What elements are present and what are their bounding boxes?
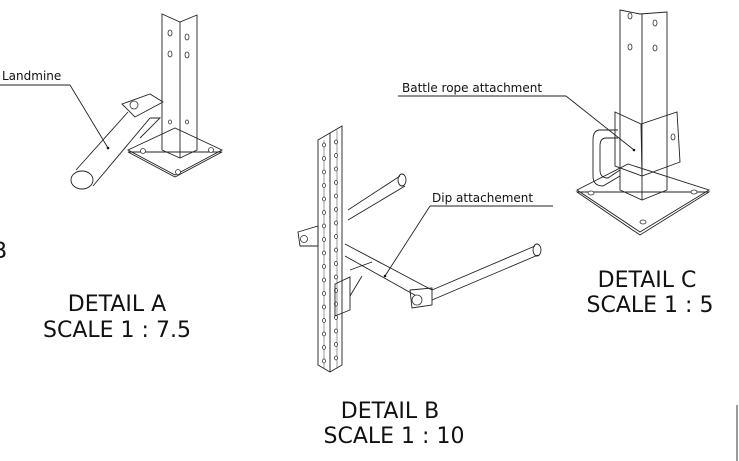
upright-hole [334, 342, 338, 347]
upright-hole [322, 291, 326, 296]
detail-c-title: DETAIL C [598, 268, 697, 293]
upright-hole [334, 234, 338, 239]
upright-hole [334, 166, 338, 172]
upright-hole [334, 355, 338, 361]
upright-hole [322, 237, 326, 242]
dip-callout: Dip attachement [432, 191, 533, 205]
detail-b-drawing [297, 125, 542, 373]
upright-hole [322, 358, 326, 364]
edge-label: B [0, 239, 7, 264]
upright-hole [322, 196, 326, 202]
battle-rope-callout: Battle rope attachment [402, 81, 542, 95]
upright-hole [322, 331, 326, 337]
upright-hole [322, 169, 326, 175]
upright-hole [322, 210, 326, 215]
upright-hole [322, 345, 326, 350]
detail-a-drawing [70, 13, 224, 190]
detail-c-scale: SCALE 1 : 5 [587, 293, 714, 318]
landmine-callout: Landmine [2, 69, 61, 83]
upright-hole [334, 139, 338, 145]
upright-hole [322, 223, 326, 229]
detail-b-title: DETAIL B [341, 399, 439, 424]
upright-hole [334, 274, 338, 280]
upright-hole [334, 193, 338, 199]
upright-hole [322, 183, 326, 188]
battle-rope-leader-line [565, 95, 635, 151]
upright-hole [322, 250, 326, 256]
upright-hole [322, 156, 326, 161]
dip-leader-line [384, 205, 431, 277]
upright-hole [334, 180, 338, 185]
upright-hole [322, 142, 326, 148]
detail-b-scale: SCALE 1 : 10 [324, 424, 465, 449]
upright-hole [334, 247, 338, 253]
landmine-leader-line [69, 84, 109, 149]
upright-hole [322, 318, 326, 323]
detail-a-title: DETAIL A [68, 292, 166, 317]
upright-hole [334, 153, 338, 158]
upright-hole [322, 304, 326, 310]
upright-hole [334, 261, 338, 266]
upright-hole [334, 328, 338, 334]
upright-hole [322, 277, 326, 283]
upright-hole [334, 207, 338, 212]
upright-hole [322, 264, 326, 269]
detail-c-drawing [575, 9, 711, 236]
detail-a-scale: SCALE 1 : 7.5 [43, 318, 191, 343]
upright-hole [334, 220, 338, 226]
